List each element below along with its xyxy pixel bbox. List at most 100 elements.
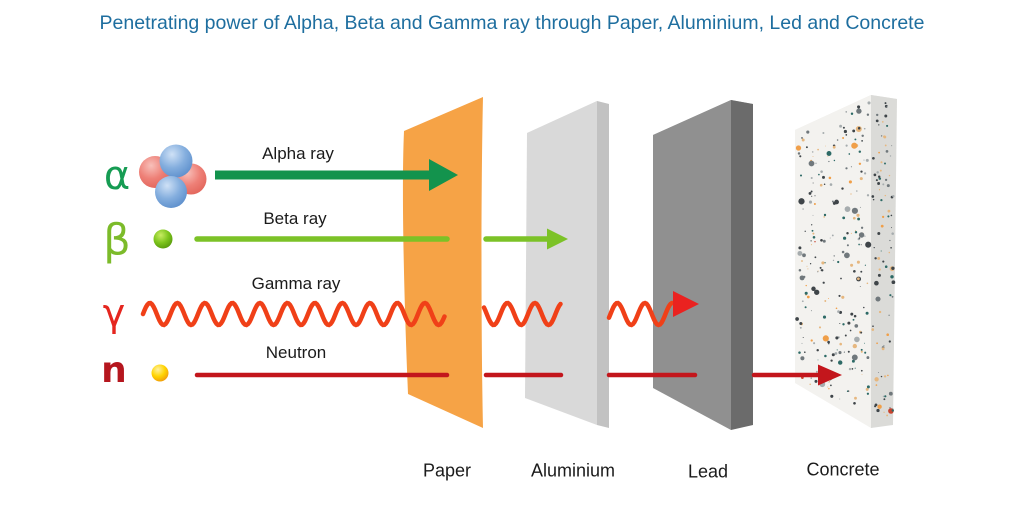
barrier-aluminium — [525, 101, 609, 428]
concrete-speck — [824, 183, 826, 185]
concrete-speck — [807, 266, 808, 267]
concrete-speck — [849, 180, 852, 183]
concrete-speck — [825, 146, 826, 147]
concrete-speck — [879, 268, 881, 270]
concrete-speck — [892, 280, 896, 284]
concrete-speck — [881, 225, 884, 228]
concrete-speck — [837, 139, 839, 141]
concrete-speck — [867, 393, 869, 395]
concrete-speck — [889, 240, 890, 241]
concrete-speck — [799, 155, 801, 157]
concrete-speck — [800, 174, 802, 176]
concrete-speck — [820, 184, 823, 187]
concrete-speck — [842, 217, 845, 220]
concrete-speck — [857, 105, 860, 108]
concrete-speck — [851, 113, 853, 115]
concrete-speck — [877, 405, 881, 409]
concrete-speck — [823, 335, 829, 341]
concrete-speck — [820, 267, 822, 269]
concrete-speck — [843, 237, 846, 240]
concrete-speck — [852, 129, 855, 132]
diagram-title: Penetrating power of Alpha, Beta and Gam… — [0, 12, 1024, 35]
concrete-speck — [885, 265, 888, 268]
concrete-speck — [876, 171, 878, 173]
concrete-speck — [872, 325, 874, 327]
concrete-speck — [850, 330, 852, 332]
concrete-speck — [882, 261, 884, 263]
concrete-speck — [809, 383, 811, 385]
concrete-speck — [888, 315, 889, 316]
concrete-speck — [884, 115, 887, 118]
concrete-speck — [806, 285, 807, 286]
concrete-speck — [829, 381, 830, 382]
concrete-speck — [800, 327, 802, 329]
concrete-speck — [860, 332, 862, 334]
concrete-speck — [822, 176, 825, 179]
concrete-speck — [872, 157, 875, 160]
concrete-speck — [830, 359, 832, 361]
concrete-speck — [813, 215, 814, 216]
concrete-speck — [878, 175, 880, 177]
concrete-speck — [839, 343, 842, 346]
concrete-speck — [867, 101, 870, 104]
concrete-speck — [845, 206, 851, 212]
concrete-speck — [800, 356, 804, 360]
concrete-speck — [802, 253, 806, 257]
concrete-speck — [853, 217, 856, 220]
concrete-speck — [874, 247, 875, 248]
concrete-speck — [862, 374, 863, 375]
concrete-speck — [880, 170, 882, 172]
concrete-speck — [884, 395, 886, 397]
concrete-speck — [813, 236, 816, 239]
concrete-speck — [889, 392, 893, 396]
concrete-speck — [851, 233, 852, 234]
concrete-speck — [892, 409, 894, 411]
concrete-speck — [854, 397, 857, 400]
concrete-speck — [867, 282, 869, 284]
alpha-symbol: α — [104, 156, 130, 196]
concrete-speck — [837, 261, 839, 263]
concrete-speck — [876, 342, 878, 344]
concrete-speck — [821, 269, 823, 271]
concrete-speck — [865, 242, 871, 248]
concrete-speck — [803, 337, 804, 338]
neutron-sphere — [152, 365, 169, 382]
concrete-label: Concrete — [806, 460, 879, 481]
neutron-particle-icon — [152, 365, 169, 382]
concrete-speck — [833, 260, 834, 261]
barrier-lead — [653, 100, 753, 430]
concrete-speck — [882, 347, 885, 350]
concrete-speck — [875, 296, 880, 301]
concrete-speck — [798, 351, 801, 354]
concrete-speck — [864, 343, 865, 344]
barrier-paper — [403, 97, 483, 428]
concrete-speck — [844, 130, 847, 133]
concrete-speck — [885, 144, 887, 146]
concrete-speck — [881, 376, 882, 377]
concrete-speck — [881, 250, 882, 251]
concrete-speck — [811, 196, 812, 197]
concrete-speck — [865, 265, 866, 266]
concrete-speck — [853, 270, 856, 273]
concrete-speck — [832, 234, 834, 236]
concrete-speck — [874, 174, 877, 177]
concrete-speck — [852, 354, 858, 360]
concrete-speck — [877, 232, 880, 235]
concrete-speck — [888, 210, 891, 213]
concrete-speck — [838, 351, 841, 354]
gamma-symbol: γ — [103, 294, 126, 332]
concrete-speck — [812, 233, 814, 235]
concrete-speck — [835, 336, 838, 339]
concrete-speck — [884, 163, 886, 165]
concrete-speck — [845, 134, 847, 136]
concrete-speck — [848, 351, 850, 353]
concrete-speck — [883, 136, 886, 139]
concrete-speck — [844, 253, 850, 259]
neutron-symbol: n — [101, 353, 127, 389]
concrete-speck — [890, 275, 893, 278]
concrete-speck — [842, 323, 844, 325]
concrete-speck — [867, 385, 870, 388]
concrete-speck — [830, 238, 831, 239]
concrete-speck — [867, 194, 869, 196]
